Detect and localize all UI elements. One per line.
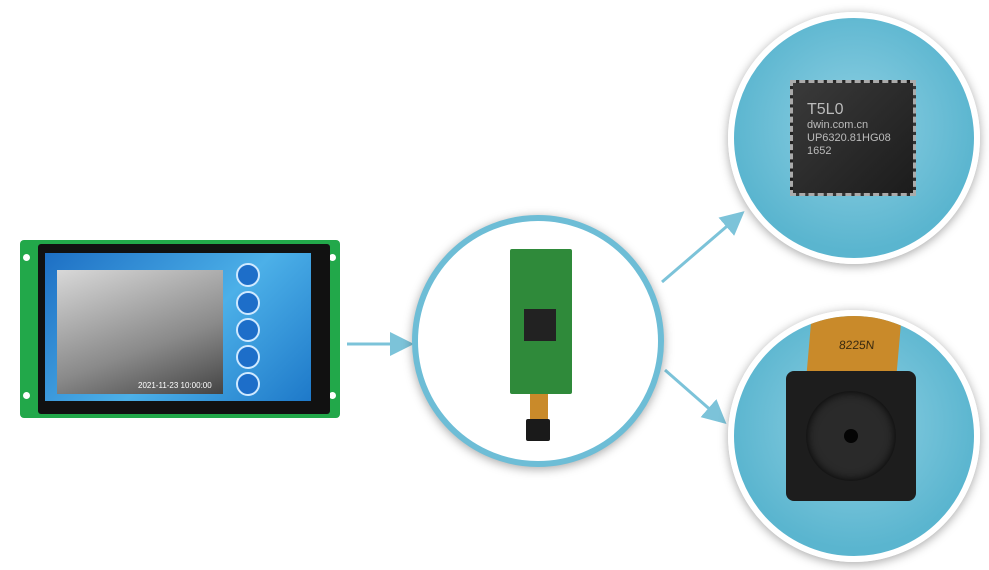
chip-site: dwin.com.cn [807,119,869,131]
camera-module [786,371,916,501]
chip-date: 1652 [807,145,832,157]
flex-label: 8225N [838,338,876,352]
screen-button-5 [236,372,260,396]
datetime-label: 2021-11-23 10:00:00 [138,381,212,390]
arrow-to-chip [661,211,745,284]
arrow-to-camera [664,368,727,424]
screen-button-4 [236,345,260,369]
screen-button-1 [236,263,260,287]
lens-icon [844,429,858,443]
camera-board [510,249,572,394]
chip-model: T5L0 [807,101,844,118]
flex-cable: 8225N [806,316,902,376]
t5l0-chip: T5L0 dwin.com.cn UP6320.81HG08 1652 [790,80,916,196]
board-circle [412,215,664,467]
robot-camera-image [57,270,223,394]
camera-circle: 8225N [728,310,980,562]
chip-code: UP6320.81HG08 [807,132,891,144]
screen-button-3 [236,318,260,342]
screen-button-2 [236,291,260,315]
